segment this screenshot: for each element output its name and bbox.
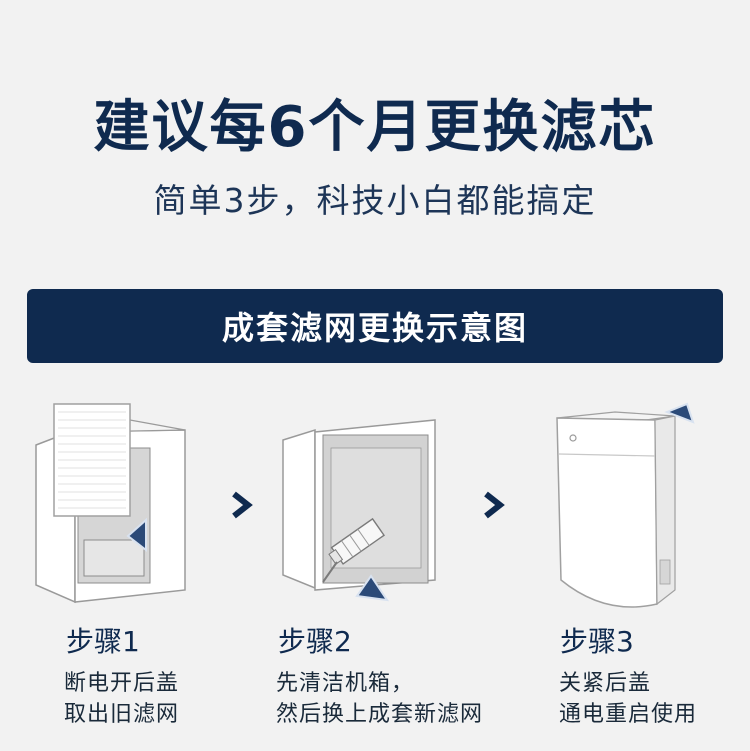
banner-text: 成套滤网更换示意图 — [221, 309, 528, 347]
step3-title: 步骤3 — [560, 625, 634, 658]
step3-illustration — [556, 402, 695, 608]
step1-title: 步骤1 — [66, 625, 140, 658]
chevron-right-icon — [232, 491, 253, 519]
step3-line2: 通电重启使用 — [559, 702, 698, 727]
step2-illustration — [282, 419, 436, 602]
step1-illustration — [35, 403, 186, 604]
step1-line2: 取出旧滤网 — [64, 702, 180, 727]
section-banner: 成套滤网更换示意图 — [27, 289, 723, 363]
chevron-right-icon — [484, 491, 505, 519]
page-subtitle: 简单3步，科技小白都能搞定 — [153, 181, 597, 220]
page-title: 建议每6个月更换滤芯 — [93, 95, 657, 160]
step3-line1: 关紧后盖 — [559, 671, 652, 696]
step2-line2: 然后换上成套新滤网 — [276, 702, 484, 727]
direction-cue-icon — [126, 517, 147, 553]
step2-title: 步骤2 — [278, 625, 352, 658]
direction-cue-icon — [355, 574, 390, 602]
direction-cue-icon — [664, 402, 695, 424]
step1-line1: 断电开后盖 — [64, 671, 180, 696]
step2-line1: 先清洁机箱， — [276, 671, 415, 696]
